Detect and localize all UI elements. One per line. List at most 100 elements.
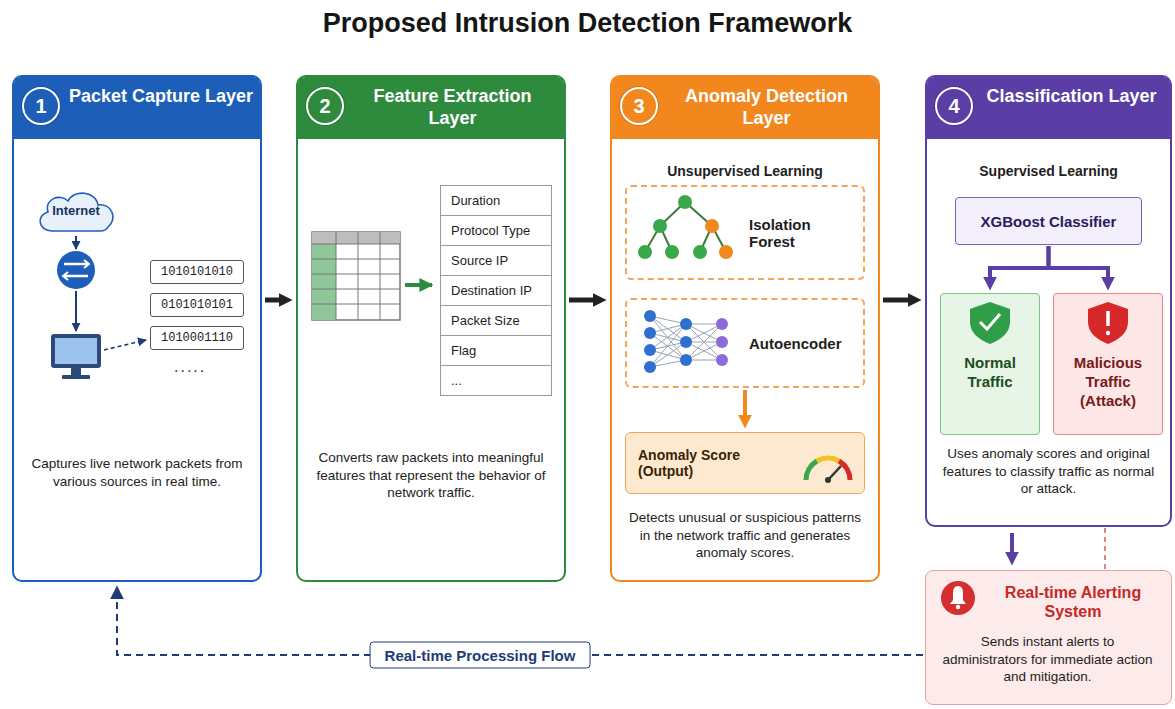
box-label: ... [451, 373, 462, 388]
layer-panel: Feature Extraction LayerConverts raw pac… [296, 75, 566, 582]
box-label: 1010001110 [161, 331, 233, 345]
cloud-node: Internet [32, 185, 120, 235]
feature-row: ... [440, 365, 552, 396]
body-text: Uses anomaly scores and original feature… [937, 445, 1160, 498]
layer-panel: Anomaly Detection LayerUnsupervised Lear… [610, 75, 880, 582]
alert-box: Real-time Alerting SystemSends instant a… [925, 570, 1172, 705]
box-label: Autoencoder [749, 335, 842, 352]
autoencoder-icon [650, 324, 686, 350]
box-label: 3 [633, 95, 644, 118]
gauge-icon [839, 461, 850, 480]
subheading: Supervised Learning [931, 163, 1166, 179]
connector-layer [117, 246, 1108, 655]
layer-heading: Packet Capture Layer [66, 86, 256, 108]
box-label: Malicious Traffic (Attack) [1058, 354, 1158, 410]
box-label: 2 [319, 95, 330, 118]
autoencoder-icon [644, 310, 656, 322]
computer-icon [51, 334, 101, 379]
autoencoder-icon [686, 324, 722, 360]
model-box: Isolation Forest [625, 185, 865, 280]
layer-panel: Classification LayerSupervised LearningU… [925, 75, 1172, 527]
feature-row: Flag [440, 335, 552, 366]
autoencoder-icon [650, 342, 686, 350]
autoencoder-icon [686, 342, 722, 360]
bell-icon [941, 581, 975, 615]
body-text: Sends instant alerts to administrators f… [938, 633, 1157, 686]
classifier-box: XGBoost Classifier [955, 197, 1142, 245]
cloud-outline [40, 193, 113, 231]
layer-heading: Feature Extraction Layer [350, 86, 555, 129]
autoencoder-icon [716, 318, 728, 330]
feature-row: Protocol Type [440, 215, 552, 246]
flow-connector [883, 298, 909, 303]
layer-panel: Packet Capture LayerCaptures live networ… [12, 75, 262, 582]
autoencoder-icon [644, 310, 728, 373]
shield-alert-icon [1088, 302, 1128, 344]
box-label: 1 [35, 95, 46, 118]
router-icon [57, 251, 95, 289]
flow-connector [265, 298, 280, 303]
bit-string-box: 1010101010 [150, 260, 244, 284]
gauge-icon [806, 461, 817, 480]
flow-label: Real-time Processing Flow [370, 642, 591, 669]
layer-heading: Anomaly Detection Layer [664, 86, 869, 129]
autoencoder-icon [686, 324, 722, 360]
tree-icon [705, 219, 719, 233]
computer-icon [51, 334, 101, 368]
table-icon [312, 232, 400, 244]
step-number: 3 [620, 87, 658, 125]
tree-icon [645, 202, 726, 252]
diagram-title: Proposed Intrusion Detection Framework [0, 8, 1175, 39]
body-text: Detects unusual or suspicious patterns i… [624, 509, 866, 562]
flow-connector [990, 246, 1049, 278]
tree-icon [638, 245, 652, 259]
tree-icon [665, 245, 679, 259]
autoencoder-icon [650, 333, 686, 342]
box-label: Source IP [451, 253, 508, 268]
box-label: 0101010101 [161, 298, 233, 312]
table-icon [405, 283, 432, 287]
feature-row: Duration [440, 185, 552, 216]
body-text: Converts raw packets into meaningful fea… [312, 449, 550, 502]
autoencoder-icon [650, 324, 686, 333]
box-label: Duration [451, 193, 500, 208]
autoencoder-icon [650, 316, 686, 342]
autoencoder-icon [650, 316, 686, 360]
autoencoder-icon [686, 324, 722, 342]
router-icon [63, 260, 89, 280]
shield-alert-icon [1106, 331, 1110, 335]
autoencoder-icon [686, 324, 722, 342]
autoencoder-icon [650, 324, 686, 367]
verdict-box: Malicious Traffic (Attack) [1053, 293, 1163, 435]
autoencoder-icon [716, 336, 728, 348]
bit-string-box: 1010001110 [150, 326, 244, 350]
flow-connector [1010, 533, 1014, 553]
tree-icon [719, 245, 733, 259]
box-label: Destination IP [451, 283, 532, 298]
router-icon [57, 251, 95, 289]
autoencoder-icon [650, 316, 686, 324]
subheading: Unsupervised Learning [616, 163, 874, 179]
verdict-box: Normal Traffic [940, 293, 1040, 435]
bell-icon [941, 581, 975, 615]
table-icon [312, 232, 400, 320]
computer-icon [62, 375, 90, 379]
tree-icon [653, 219, 667, 233]
autoencoder-icon [686, 324, 722, 325]
table-icon [312, 244, 336, 320]
model-box: Autoencoder [625, 298, 865, 388]
table-icon [312, 232, 432, 320]
autoencoder-icon [650, 342, 686, 367]
autoencoder-icon [650, 350, 686, 360]
computer-icon [71, 368, 81, 375]
gauge-icon [828, 466, 841, 480]
router-icon [64, 275, 88, 278]
shield-alert-icon [1106, 311, 1110, 326]
feature-row: Packet Size [440, 305, 552, 336]
step-number: 1 [22, 87, 60, 125]
gauge-icon [817, 458, 839, 461]
gauge-icon [806, 458, 850, 483]
flow-connector [743, 390, 747, 416]
box-label: Anomaly Score (Output) [638, 447, 784, 479]
flow-arrow [75, 291, 77, 331]
